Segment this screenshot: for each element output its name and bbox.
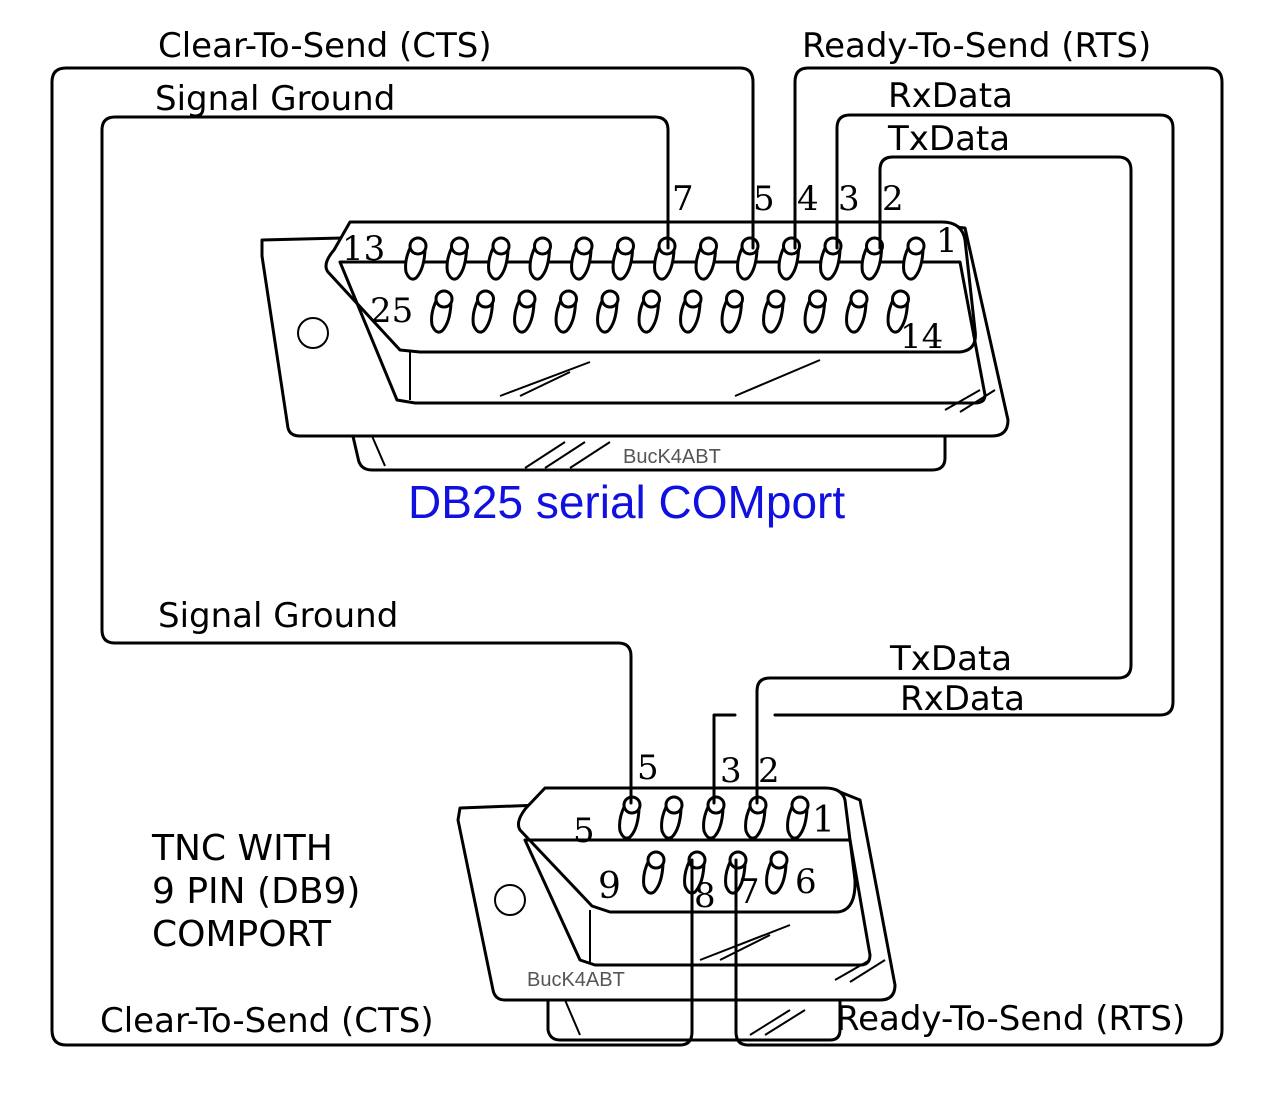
label-bottom-rts: Ready-To-Send (RTS): [836, 999, 1185, 1039]
db25-maker-label: BucK4ABT: [623, 446, 721, 468]
wire-rxdata-db9-stub: [712, 713, 737, 805]
db25-pin-3-number: 3: [838, 179, 860, 219]
db25-pin-row2: [720, 289, 744, 334]
db25-pin-row1: [404, 236, 428, 281]
db25-pin-2-number: 2: [882, 179, 904, 219]
db25-pin-row1: [653, 236, 677, 281]
db25-pin-4-number: 4: [797, 179, 819, 219]
db25-pin-row1: [819, 236, 843, 281]
wire-ready-to-send: [734, 66, 1224, 1047]
db25-pin-7-number: 7: [672, 179, 694, 219]
db9-face-9-number: 9: [598, 866, 621, 907]
label-top-txdata: TxData: [887, 119, 1010, 159]
db25-pin-13-number: 13: [342, 229, 385, 269]
label-top-cts: Clear-To-Send (CTS): [158, 26, 492, 66]
db25-pin-25-number: 25: [370, 291, 413, 331]
db25-pin-5-number: 5: [753, 179, 775, 219]
svg-text:BucK4ABT: BucK4ABT: [527, 969, 625, 991]
tnc-note-line-1: TNC WITH: [151, 828, 333, 869]
db9-face-5-number: 5: [573, 811, 595, 851]
db9-face-6-number: 6: [795, 862, 817, 902]
db25-pin-row2: [845, 289, 869, 334]
db25-title: DB25 serial COMport: [408, 476, 845, 528]
db25-pin-row2: [554, 289, 578, 334]
db25-pin-row2: [596, 289, 620, 334]
db25-pin-row2: [637, 289, 661, 334]
db9-pin-row2: [642, 850, 666, 895]
db25-pin-row2: [803, 289, 827, 334]
db9-pin-row1: [786, 795, 810, 840]
wire-txdata: [755, 155, 1133, 805]
db25-pin-row1: [570, 236, 594, 281]
db9-face-7-number: 7: [738, 872, 760, 912]
db9-pin-5-number: 5: [637, 748, 659, 788]
db25-pin-row2: [513, 289, 537, 334]
db25-pin-row2: [762, 289, 786, 334]
wire-clear-to-send: [50, 66, 755, 1047]
label-top-rts: Ready-To-Send (RTS): [802, 26, 1151, 66]
label-bottom-cts: Clear-To-Send (CTS): [100, 1001, 434, 1041]
db9-face-1-number: 1: [812, 800, 835, 841]
db25-pin-row1: [487, 236, 511, 281]
db25-pin-14-number: 14: [900, 317, 943, 357]
db9-mounting-hole: [494, 884, 526, 916]
db25-pin-row1: [902, 236, 926, 281]
db9-pin-row2: [765, 850, 789, 895]
label-top-rxdata: RxData: [888, 76, 1013, 116]
db25-mounting-hole: [297, 317, 329, 349]
db9-pin-field: [618, 795, 810, 895]
label-mid-signal-ground: Signal Ground: [158, 596, 398, 636]
svg-text:BucK4ABT: BucK4ABT: [623, 446, 721, 468]
tnc-note-line-3: COMPORT: [152, 914, 332, 955]
db25-pin-row2: [679, 289, 703, 334]
wire-signal-ground: [100, 115, 670, 805]
db25-pin-row1: [528, 236, 552, 281]
db9-pin-3-number: 3: [720, 751, 742, 791]
label-mid-txdata: TxData: [889, 639, 1012, 679]
db25-pin-row1: [611, 236, 635, 281]
label-top-signal-ground: Signal Ground: [155, 79, 395, 119]
db25-pin-row1: [777, 236, 801, 281]
label-mid-rxdata: RxData: [900, 679, 1025, 719]
db9-pin-2-number: 2: [758, 751, 780, 791]
db25-pin-row1: [445, 236, 469, 281]
tnc-note-line-2: 9 PIN (DB9): [152, 871, 360, 912]
db9-face-8-number: 8: [694, 876, 716, 916]
db25-pin-row1: [694, 236, 718, 281]
wire-rxdata: [773, 113, 1175, 717]
db9-pin-row1: [702, 795, 726, 840]
db25-pin-field: [404, 236, 926, 334]
db25-pin-row1: [860, 236, 884, 281]
db9-pin-row1: [660, 795, 684, 840]
db25-pin-row2: [430, 289, 454, 334]
db25-pin-row2: [886, 289, 910, 334]
db25-pin-row2: [471, 289, 495, 334]
db9-maker-label: BucK4ABT: [527, 969, 625, 991]
db25-pin-1-number: 1: [936, 221, 958, 261]
